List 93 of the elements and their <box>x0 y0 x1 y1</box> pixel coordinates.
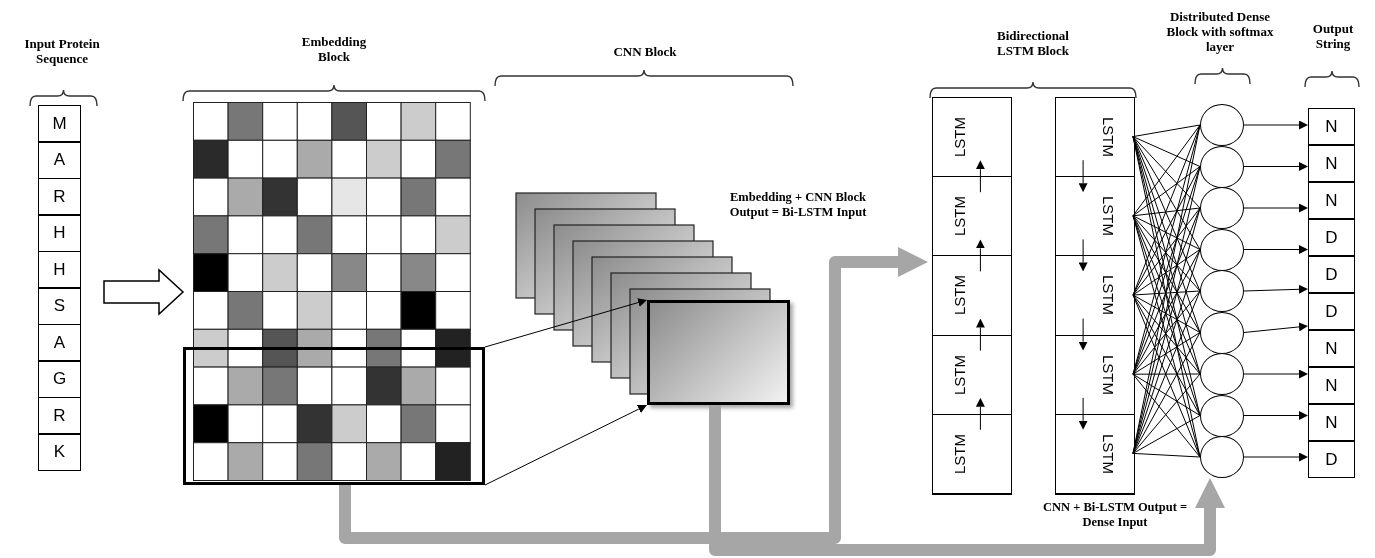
connection-line <box>1132 373 1201 375</box>
pipe-arrow <box>339 247 928 544</box>
neuron-circle <box>1200 270 1244 312</box>
lstm-cell: LSTM <box>933 98 1011 178</box>
connection-line <box>1132 332 1201 375</box>
connection-line <box>1132 373 1201 416</box>
output-cell: D <box>1308 219 1355 256</box>
arrow <box>1243 245 1308 254</box>
connection-line <box>1132 215 1201 250</box>
arrow <box>975 397 985 431</box>
connection-line <box>1132 124 1201 138</box>
pipe-arrow <box>709 405 1225 556</box>
lstm-cell: LSTM <box>933 256 1011 336</box>
output-cell: N <box>1308 145 1355 182</box>
connection-line <box>1132 124 1201 217</box>
output-cell: D <box>1308 256 1355 293</box>
block-arrow <box>103 268 185 316</box>
output-cell: D <box>1308 441 1355 478</box>
arrow <box>1078 397 1088 430</box>
edge-label: CNN + Bi-LSTM Output = Dense Input <box>1040 500 1190 530</box>
lstm-column <box>932 97 1012 495</box>
section-heading: Distributed Dense Block with softmax layer <box>1165 9 1275 54</box>
arrow <box>1243 120 1308 130</box>
arrow <box>1078 238 1088 272</box>
neuron-circle <box>1200 311 1244 354</box>
output-cell: N <box>1308 108 1355 145</box>
connection-line <box>1132 136 1201 333</box>
residue-cell: R <box>38 178 81 215</box>
connection-line <box>1132 294 1201 333</box>
residue-cell: R <box>38 397 81 434</box>
neuron-circle <box>1200 228 1244 271</box>
arrow <box>1243 411 1308 420</box>
residue-cell: A <box>38 324 81 361</box>
output-cell: N <box>1308 330 1355 367</box>
section-heading: Embedding Block <box>300 34 368 64</box>
connection-line <box>1132 207 1201 217</box>
residue-cell: S <box>38 287 81 325</box>
residue-cell: H <box>38 251 81 288</box>
arrow <box>975 160 985 193</box>
arrow <box>484 298 648 348</box>
output-cell: N <box>1308 404 1355 441</box>
arrow <box>1243 162 1308 171</box>
neuron-circle <box>1200 394 1244 437</box>
output-cell: N <box>1308 367 1355 404</box>
output-cell: N <box>1308 182 1355 219</box>
arrow <box>975 239 985 272</box>
neuron-circle <box>1200 145 1244 188</box>
arrow <box>484 404 647 486</box>
connection-line <box>1132 415 1201 454</box>
connection-line <box>1132 249 1201 375</box>
arrow <box>1078 159 1088 193</box>
connection-line <box>1132 215 1201 416</box>
lstm-cell: LSTM <box>1056 256 1134 336</box>
lstm-cell: LSTM <box>933 177 1011 257</box>
lstm-cell: LSTM <box>1056 414 1134 494</box>
connection-line <box>1132 136 1201 167</box>
residue-cell: H <box>38 214 81 252</box>
lstm-cell: LSTM <box>1056 335 1134 415</box>
neuron-circle <box>1200 104 1244 146</box>
connection-line <box>1132 452 1201 458</box>
connection-line <box>1132 294 1201 416</box>
neuron-circle <box>1200 353 1244 395</box>
section-heading: Bidirectional LSTM Block <box>996 28 1070 58</box>
lstm-cell: LSTM <box>933 414 1011 494</box>
residue-cell: M <box>38 105 81 142</box>
residue-cell: A <box>38 141 81 179</box>
arrow <box>1243 369 1308 379</box>
connection-line <box>1132 249 1201 296</box>
lstm-column <box>1055 97 1135 495</box>
arrow <box>1243 284 1308 294</box>
residue-cell: G <box>38 360 81 398</box>
connection-line <box>1132 166 1201 217</box>
neuron-circle <box>1200 436 1244 478</box>
output-cell: D <box>1308 293 1355 330</box>
connection-line <box>1132 290 1201 296</box>
connection-line <box>1132 215 1201 333</box>
connection-line <box>1132 332 1201 454</box>
arrow <box>1078 318 1088 351</box>
lstm-cell: LSTM <box>1056 177 1134 257</box>
feature-map <box>647 300 790 405</box>
arrow <box>1243 322 1308 333</box>
section-heading: CNN Block <box>612 44 678 59</box>
residue-cell: K <box>38 433 81 471</box>
section-heading: Output String <box>1311 21 1355 51</box>
selection-window <box>183 347 485 485</box>
lstm-cell: LSTM <box>1056 98 1134 178</box>
connection-line <box>1132 136 1201 209</box>
lstm-cell: LSTM <box>933 335 1011 415</box>
neuron-circle <box>1200 187 1244 229</box>
arrow <box>1243 452 1308 462</box>
section-heading: Input Protein Sequence <box>23 36 101 66</box>
arrow <box>1243 203 1308 213</box>
arrow <box>975 318 985 352</box>
